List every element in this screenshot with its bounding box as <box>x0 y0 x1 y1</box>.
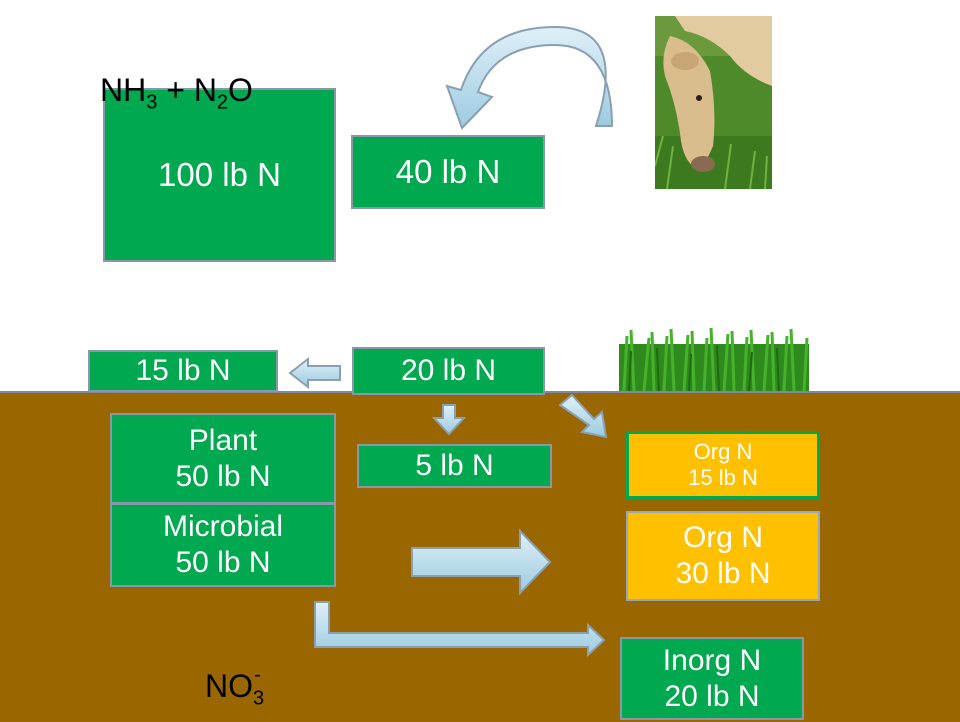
nitrate-label: NO3- <box>205 664 265 710</box>
returned-n-value: 40 lb N <box>395 153 501 191</box>
inorg-value: 20 lb N <box>664 679 760 713</box>
org-n-large-box: Org N 30 lb N <box>626 511 820 601</box>
left-arrow <box>288 356 341 390</box>
microbial-value: 50 lb N <box>175 546 271 579</box>
microbial-n-box: Microbial 50 lb N <box>110 503 336 587</box>
elbow-arrow <box>314 601 606 658</box>
five-n-box: 5 lb N <box>357 444 552 488</box>
curved-return-arrow <box>445 25 614 130</box>
diagonal-arrow <box>558 393 608 439</box>
gas-loss-label: NH3 + N2O <box>100 72 253 114</box>
plant-value: 50 lb N <box>175 459 271 493</box>
five-n-value: 5 lb N <box>415 449 494 482</box>
right-arrow-large <box>411 528 552 596</box>
inorg-title: Inorg N <box>662 643 762 677</box>
cow-photo <box>655 16 772 189</box>
org-n-large-title: Org N <box>682 521 763 554</box>
lost-n-box: 15 lb N <box>88 350 278 392</box>
residue-n-box: 20 lb N <box>352 347 545 395</box>
applied-n-value: 100 lb N <box>158 156 281 194</box>
lost-n-value: 15 lb N <box>135 354 231 387</box>
inorg-n-box: Inorg N 20 lb N <box>620 637 804 720</box>
returned-n-box: 40 lb N <box>351 135 545 209</box>
applied-n-box: 100 lb N <box>103 88 336 262</box>
plant-n-box: Plant 50 lb N <box>110 413 336 504</box>
org-n-small-box: Org N 15 lb N <box>626 431 820 499</box>
plant-title: Plant <box>188 423 258 457</box>
org-n-small-value: 15 lb N <box>688 465 758 490</box>
residue-n-value: 20 lb N <box>400 354 497 387</box>
org-n-large-value: 30 lb N <box>675 557 771 590</box>
microbial-title: Microbial <box>162 510 284 543</box>
org-n-small-title: Org N <box>693 438 753 464</box>
down-arrow <box>431 404 467 436</box>
grass-photo <box>619 326 809 391</box>
